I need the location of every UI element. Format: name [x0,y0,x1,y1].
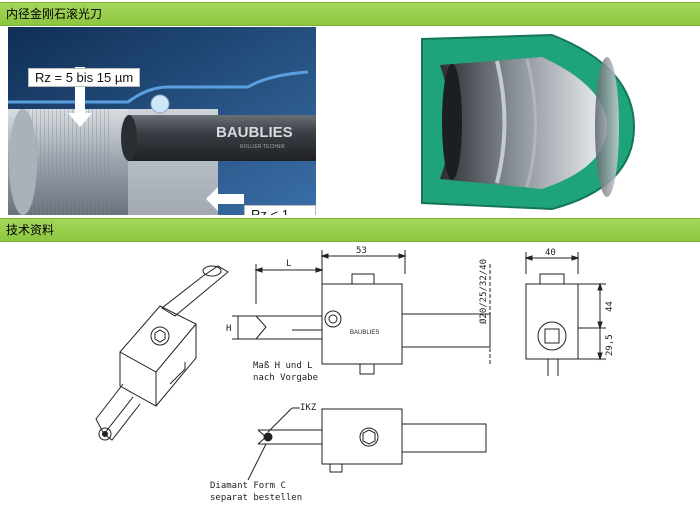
dim-diameter-label: Ø20/25/32/40 [478,259,489,324]
drawing-brand-mark: BAUBLIES [350,330,379,336]
section-title-techdata: 技术资料 [6,223,55,237]
arrow-left-icon [206,187,244,211]
side-view: 53 L BAUBLIES Ø20/25/32/40 [226,246,491,383]
dim-44-label: 44 [605,301,615,312]
dim-29-5-label: 29,5 [605,334,615,356]
technical-drawing: 53 L BAUBLIES Ø20/25/32/40 [0,244,700,505]
note-line-2: nach Vorgabe [253,373,318,383]
note-line-1: Maß H und L [253,361,313,371]
bushing-photo-right [402,27,642,215]
lower-view: IKZ Diamant Form C separat bestellen [210,403,487,503]
section-header-techdata: 技术资料 [0,218,700,242]
dim-H-label: H [226,324,231,334]
roughness-before-label: Rz = 5 bis 15 µm [28,68,141,87]
diamond-note-line-1: Diamant Form C [210,481,286,491]
brand-subtitle: ROLLIER-TECHNIK [240,144,286,150]
ikz-label: IKZ [300,403,317,413]
roughness-after-label: Rz < 1 µm [244,205,316,215]
end-view: 40 44 29,5 [524,248,615,376]
section-header-tool: 内径金刚石滚光刀 [0,2,700,26]
tool-photo-left: BAUBLIES ROLLIER-TECHNIK Rz = 5 bis 15 µ… [8,27,316,215]
dim-53-label: 53 [356,246,367,256]
drawing-canvas: 53 L BAUBLIES Ø20/25/32/40 [95,246,615,503]
diamond-note-line-2: separat bestellen [210,493,302,503]
dim-40-label: 40 [545,248,556,258]
bushing-section-illustration [421,33,636,211]
iso-view [95,265,229,441]
dim-L-label: L [286,259,291,269]
arrow-down-icon [68,67,92,127]
section-title-tool: 内径金刚石滚光刀 [6,7,103,21]
tool-in-bore-illustration: BAUBLIES ROLLIER-TECHNIK [8,27,316,215]
brand-logo: BAUBLIES [216,124,293,141]
